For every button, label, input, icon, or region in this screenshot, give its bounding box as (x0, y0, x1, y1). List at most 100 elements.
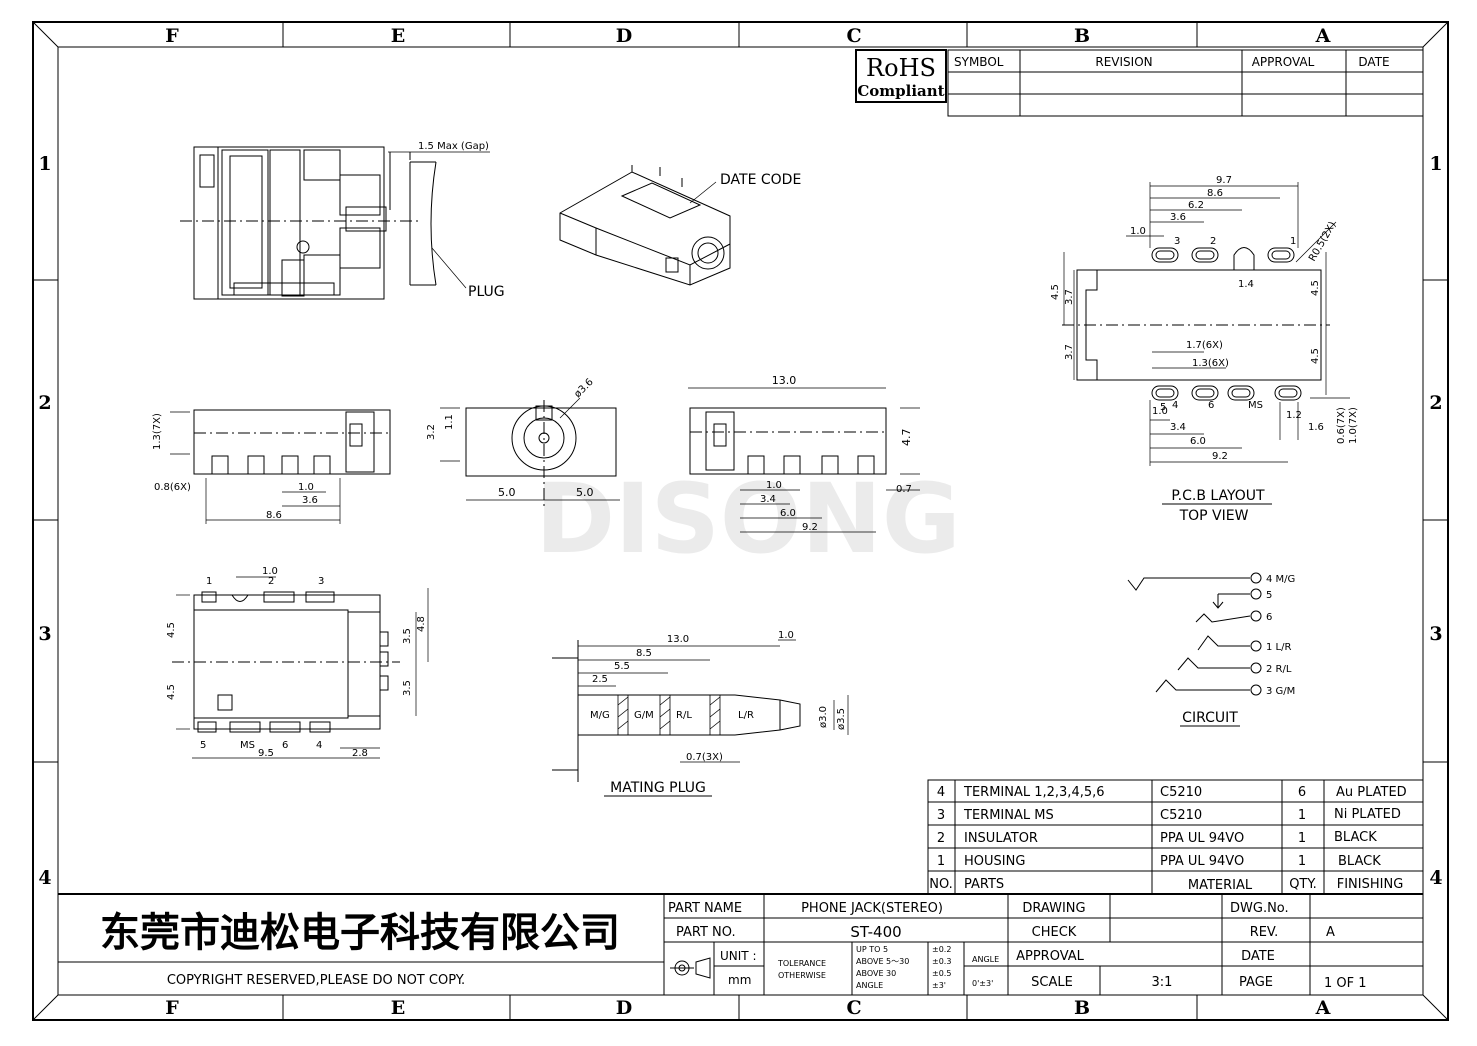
label-mating-plug: MATING PLUG (610, 780, 706, 796)
pcb-pin-5: 5 (1160, 402, 1166, 413)
bottom-pin-6: 6 (282, 740, 288, 751)
circuit-pin-5: 5 (1266, 590, 1272, 601)
bom-r3-material: PPA UL 94VO (1160, 854, 1244, 869)
tb-drawing: DRAWING (1022, 901, 1085, 916)
circuit-pin-4: 4 M/G (1266, 574, 1295, 585)
dim-back-length: 13.0 (772, 374, 797, 387)
plug-seg-rl: R/L (676, 710, 692, 721)
zone-col-bot-1: E (391, 997, 405, 1019)
rohs-subtitle: Compliant (857, 82, 944, 100)
label-pcb-layout: P.C.B LAYOUT (1171, 488, 1265, 504)
pcb-dim-b-1.2: 1.2 (1286, 410, 1302, 421)
zone-col-bot-2: D (616, 997, 632, 1019)
pcb-pin-ms: MS (1248, 400, 1263, 411)
bottom-dim-3.5a: 3.5 (402, 628, 413, 644)
pcb-dim-b-6.0: 6.0 (1190, 436, 1206, 447)
bom-r3-no: 1 (937, 854, 945, 869)
tb-part-name-label: PART NAME (668, 901, 742, 916)
zone-col-top-4: B (1074, 25, 1090, 47)
tb-scale-label: SCALE (1031, 975, 1073, 990)
bottom-pin-5: 5 (200, 740, 206, 751)
mating-plug (552, 639, 849, 782)
bom-r1-part: TERMINAL MS (963, 808, 1054, 823)
plug-dim-d3.5: ø3.5 (836, 708, 847, 730)
company-name: 东莞市迪松电子科技有限公司 (100, 910, 620, 956)
circuit-pin-2: 2 R/L (1266, 664, 1292, 675)
dim-front-3: 8.6 (266, 510, 282, 521)
pcb-dim-1.0x: 1.0(7X) (1348, 407, 1359, 444)
tb-tol-1: ABOVE 5～30 (856, 957, 909, 966)
plug-seg-lr: L/R (738, 710, 754, 721)
bottom-dim-4.5b: 4.5 (166, 684, 177, 700)
bottom-dim-4.5a: 4.5 (166, 622, 177, 638)
bom-h-material: MATERIAL (1188, 878, 1253, 893)
inner-frame (57, 46, 1424, 996)
zone-row-right-0: 1 (1429, 153, 1442, 175)
dim-front-2: 3.6 (302, 495, 318, 506)
dim-back-2: 3.4 (760, 494, 776, 505)
tb-tolv-3: ±3' (932, 981, 946, 990)
tb-check: CHECK (1032, 925, 1077, 940)
bom-r0-material: C5210 (1160, 785, 1202, 800)
dim-back-1: 1.0 (766, 480, 782, 491)
plug-dim-5.5: 5.5 (614, 661, 630, 672)
pcb-pin-4: 4 (1172, 400, 1178, 411)
pcb-pin-2: 2 (1210, 236, 1216, 247)
bottom-pin-1: 1 (206, 576, 212, 587)
bom-r0-finish: Au PLATED (1336, 785, 1407, 800)
bottom-dim-9.5: 9.5 (258, 748, 274, 759)
dim-side-right: 5.0 (576, 486, 594, 499)
bom-r0-part: TERMINAL 1,2,3,4,5,6 (963, 785, 1105, 800)
pcb-dim-4.5-rb: 4.5 (1310, 348, 1321, 364)
bom-r2-part: INSULATOR (964, 831, 1038, 846)
dim-back-height: 4.7 (900, 429, 913, 447)
zone-col-bot-0: F (165, 997, 179, 1019)
zone-col-top-3: C (846, 25, 861, 47)
rev-header-symbol: SYMBOL (954, 55, 1004, 69)
rev-header-approval: APPROVAL (1252, 55, 1315, 69)
zone-col-top-2: D (616, 25, 632, 47)
tb-approval: APPROVAL (1016, 949, 1085, 964)
bom-r1-material: C5210 (1160, 808, 1202, 823)
label-top-view: TOP VIEW (1179, 508, 1249, 524)
zone-col-top-0: F (165, 25, 179, 47)
circuit-pin-1: 1 L/R (1266, 642, 1291, 653)
tb-part-name: PHONE JACK(STEREO) (801, 901, 943, 916)
tb-scale: 3:1 (1152, 975, 1173, 990)
pcb-dim-4.5-r: 4.5 (1310, 280, 1321, 296)
pcb-pin-6: 6 (1208, 400, 1214, 411)
tb-page-label: PAGE (1239, 975, 1273, 990)
zone-row-right-3: 4 (1429, 867, 1442, 889)
pcb-dim-pad-wid: 1.3(6X) (1192, 358, 1229, 369)
rev-header-revision: REVISION (1095, 55, 1152, 69)
dim-side-diameter: ø3.6 (572, 377, 595, 400)
bom-h-part: PARTS (964, 877, 1004, 892)
side-view-top-left (180, 146, 490, 300)
zone-row-right-1: 2 (1429, 392, 1442, 414)
front-view (170, 409, 391, 524)
bom-r0-qty: 6 (1298, 785, 1306, 800)
bom-r3-finish: BLACK (1338, 854, 1381, 869)
zone-col-top-1: E (391, 25, 405, 47)
pcb-dim-8.6: 8.6 (1207, 188, 1223, 199)
zone-dividers (33, 22, 1448, 1020)
dim-side-small: 1.1 (444, 414, 455, 430)
tb-angle-val: 0'±3' (972, 979, 993, 988)
pcb-dim-4.5-l: 4.5 (1050, 284, 1061, 300)
plug-dim-1.0: 1.0 (778, 630, 794, 641)
bom-r1-no: 3 (937, 808, 945, 823)
dim-front-pitch: 1.3(7X) (152, 413, 163, 450)
plug-dim-2.5: 2.5 (592, 674, 608, 685)
tb-rev-label: REV. (1250, 925, 1279, 940)
pcb-dim-radius: R0.5(2X) (1307, 220, 1339, 264)
tb-tol-label1: TOLERANCE (777, 959, 826, 968)
bom-r1-finish: Ni PLATED (1334, 807, 1401, 822)
pcb-dim-1.4: 1.4 (1238, 279, 1254, 290)
label-plug: PLUG (468, 284, 505, 300)
tb-rev: A (1326, 925, 1335, 940)
back-view (688, 387, 920, 533)
dim-side-left: 5.0 (498, 486, 516, 499)
plug-dim-8.5: 8.5 (636, 648, 652, 659)
tb-unit: mm (728, 973, 751, 987)
